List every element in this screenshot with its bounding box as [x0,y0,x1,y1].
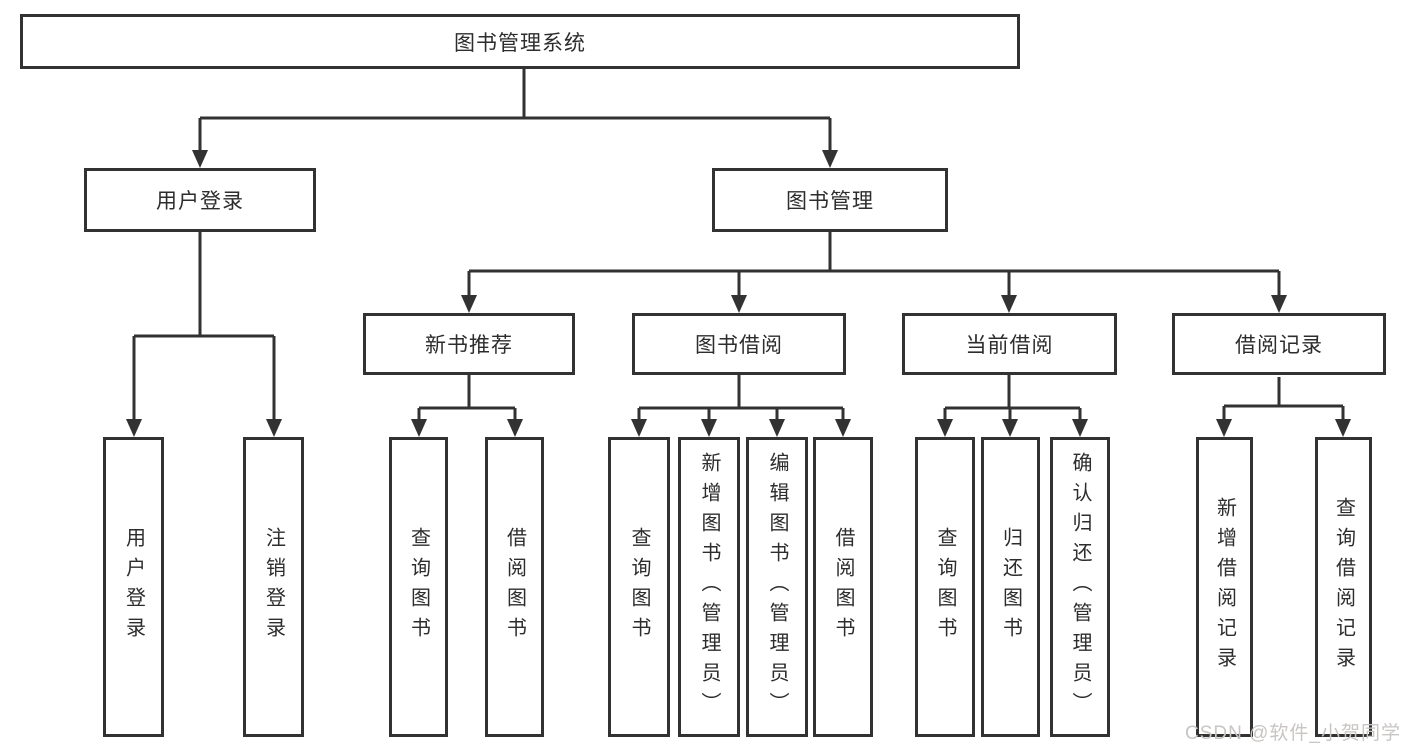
node-leaf-bb-edit: 编辑图书（管理员） [746,437,808,737]
node-label-book-borrow: 图书借阅 [695,334,783,357]
node-label-leaf-cb-confirm: 确认归还（管理员） [1069,452,1091,722]
node-leaf-cb-query: 查询图书 [915,437,975,737]
node-leaf-rec-query: 查询图书 [389,437,448,737]
node-label-leaf-login: 用户登录 [122,527,145,647]
node-label-leaf-rec-borrow: 借阅图书 [503,527,526,647]
arrowhead-icon [126,419,142,437]
arrowhead-icon [769,419,785,437]
node-leaf-br-add: 新增借阅记录 [1196,437,1253,737]
connector-from-user-login [132,232,276,423]
node-book-mgmt: 图书管理 [712,168,948,232]
node-new-book-rec: 新书推荐 [363,313,575,375]
arrowhead-icon [461,295,477,313]
node-borrow-records: 借阅记录 [1172,313,1386,375]
arrowhead-icon [1001,295,1017,313]
arrowhead-icon [937,419,953,437]
connector-from-root [198,69,832,154]
arrowhead-icon [701,419,717,437]
node-leaf-rec-borrow: 借阅图书 [485,437,544,737]
node-label-leaf-bb-edit: 编辑图书（管理员） [766,452,788,722]
node-label-root: 图书管理系统 [454,31,586,55]
arrowhead-icon [1271,295,1287,313]
node-label-leaf-logout: 注销登录 [262,527,285,647]
node-leaf-login: 用户登录 [103,437,164,737]
connector-from-current-borrow [943,375,1082,423]
node-label-book-mgmt: 图书管理 [786,190,874,213]
arrowhead-icon [731,295,747,313]
node-label-leaf-rec-query: 查询图书 [407,527,430,647]
node-label-leaf-br-query: 查询借阅记录 [1332,497,1355,677]
connector-from-book-mgmt [467,232,1281,299]
node-leaf-cb-return: 归还图书 [981,437,1040,737]
node-current-borrow: 当前借阅 [902,313,1117,375]
node-label-leaf-bb-query: 查询图书 [628,527,650,647]
node-label-leaf-bb-add: 新增图书（管理员） [698,452,720,722]
node-label-leaf-br-add: 新增借阅记录 [1213,497,1236,677]
arrowhead-icon [507,419,523,437]
node-leaf-cb-confirm: 确认归还（管理员） [1050,437,1110,737]
arrowhead-icon [192,150,208,168]
arrowhead-icon [1335,419,1351,437]
watermark: CSDN @软件_小贺同学 [1185,723,1401,744]
node-label-leaf-bb-borrow: 借阅图书 [832,527,854,647]
node-user-login: 用户登录 [84,168,316,232]
arrowhead-icon [1216,419,1232,437]
arrowhead-icon [1002,419,1018,437]
arrowhead-icon [631,419,647,437]
node-label-borrow-records: 借阅记录 [1235,334,1323,357]
arrowhead-icon [266,419,282,437]
arrowhead-icon [835,419,851,437]
node-label-leaf-cb-query: 查询图书 [934,527,956,647]
node-leaf-br-query: 查询借阅记录 [1315,437,1372,737]
connector-from-new-book-rec [417,375,517,423]
node-label-leaf-cb-return: 归还图书 [999,527,1022,647]
node-leaf-bb-add: 新增图书（管理员） [678,437,740,737]
node-label-new-book-rec: 新书推荐 [425,334,513,357]
node-book-borrow: 图书借阅 [632,313,846,375]
arrowhead-icon [411,419,427,437]
node-label-current-borrow: 当前借阅 [965,334,1054,357]
node-leaf-logout: 注销登录 [243,437,304,737]
node-label-user-login: 用户登录 [156,190,244,213]
arrowhead-icon [822,150,838,168]
node-leaf-bb-query: 查询图书 [608,437,670,737]
connector-from-borrow-records [1222,377,1345,423]
node-leaf-bb-borrow: 借阅图书 [813,437,873,737]
connector-from-book-borrow [637,375,845,423]
node-root: 图书管理系统 [20,14,1020,69]
arrowhead-icon [1072,419,1088,437]
